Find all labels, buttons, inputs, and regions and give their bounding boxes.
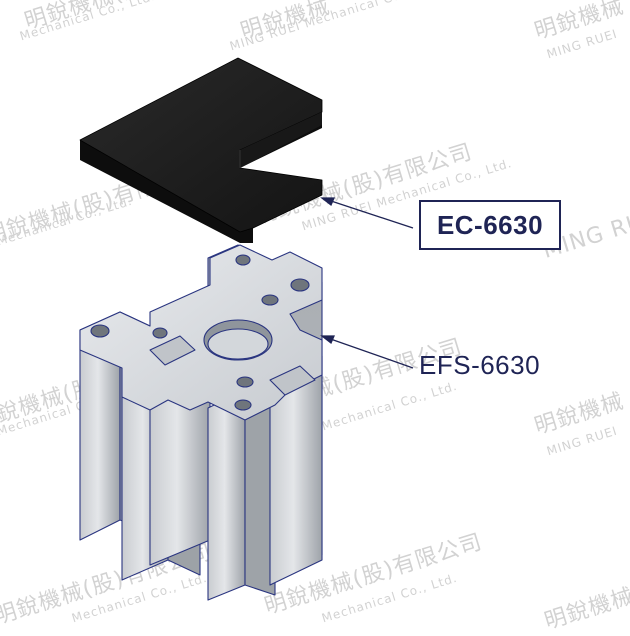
leader-lines (320, 197, 414, 369)
end-cap-leader-line (321, 197, 414, 229)
profile-leader-line (321, 335, 414, 369)
profile-part-label: EFS-6630 (419, 350, 540, 381)
profile-leader-arrow (320, 335, 335, 345)
end-cap-code: EC-6630 (436, 209, 544, 240)
aluminum-profile-shape (79, 244, 323, 601)
end-cap-part-label: EC-6630 (419, 200, 561, 250)
profile-code: EFS-6630 (419, 350, 541, 380)
end-cap-leader-arrow (320, 197, 335, 207)
end-cap-shape (79, 57, 323, 243)
